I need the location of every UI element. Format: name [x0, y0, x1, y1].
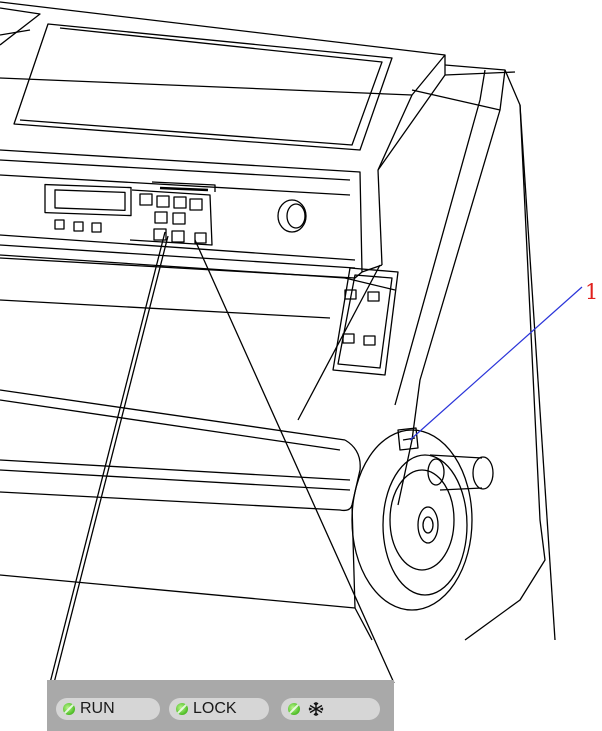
key-button [73, 221, 84, 232]
run-indicator: RUN [56, 698, 160, 720]
cooling-indicator [281, 698, 380, 720]
run-led-icon [63, 703, 75, 715]
snowflake-icon [308, 702, 324, 716]
key-button [173, 196, 187, 209]
run-label: RUN [80, 700, 115, 717]
callout-number: 1 [585, 280, 599, 304]
rotary-knob [277, 199, 307, 233]
display-window [44, 183, 132, 217]
lock-label: LOCK [193, 700, 237, 717]
lock-led-icon [176, 703, 188, 715]
zoom-callout-lines [49, 231, 395, 684]
top-cover [0, 1, 516, 171]
cooling-led-icon [288, 703, 300, 715]
control-panel [44, 181, 307, 246]
lock-indicator: LOCK [169, 698, 269, 720]
status-indicator-bar: RUN LOCK [47, 680, 394, 731]
key-button [171, 230, 185, 243]
key-button [154, 211, 168, 224]
key-button [194, 232, 207, 244]
handwheel [351, 427, 494, 611]
key-button [156, 195, 170, 208]
key-button [54, 219, 65, 230]
key-button [139, 193, 153, 206]
key-button [91, 222, 102, 233]
key-button [172, 212, 186, 225]
side-switch-panel [332, 267, 399, 376]
key-button [153, 228, 167, 241]
key-button [189, 198, 203, 211]
callout-leader-line [409, 286, 583, 441]
